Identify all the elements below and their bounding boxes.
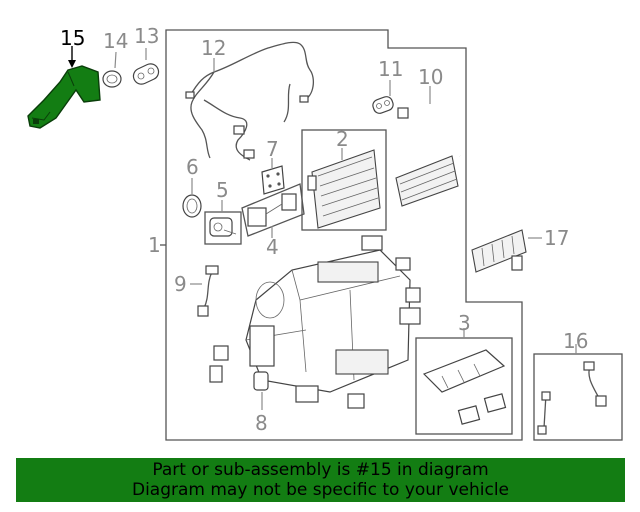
part-4-motor[interactable] bbox=[247, 193, 297, 227]
callout-11: 11 bbox=[378, 57, 403, 81]
callout-8: 8 bbox=[255, 411, 268, 435]
banner-line-2: Diagram may not be specific to your vehi… bbox=[131, 480, 509, 500]
part-14-gasket[interactable] bbox=[102, 70, 122, 88]
callout-12: 12 bbox=[201, 36, 226, 60]
part-3-door[interactable] bbox=[422, 349, 507, 425]
callout-4: 4 bbox=[266, 235, 279, 259]
part-5-box bbox=[204, 211, 242, 245]
info-banner: Part or sub-assembly is #15 in diagram D… bbox=[16, 458, 625, 502]
callout-6: 6 bbox=[186, 155, 199, 179]
callout-9: 9 bbox=[174, 272, 187, 296]
part-13-grommet[interactable] bbox=[131, 61, 161, 86]
hvac-housing[interactable] bbox=[209, 235, 421, 409]
callout-13: 13 bbox=[134, 24, 159, 48]
callout-3: 3 bbox=[458, 311, 471, 335]
part-11-seal[interactable] bbox=[371, 95, 395, 115]
part-12-wire-harness[interactable] bbox=[185, 41, 315, 161]
part-6-ring[interactable] bbox=[182, 194, 202, 218]
part-7-plate[interactable] bbox=[261, 165, 285, 195]
part-15-duct[interactable] bbox=[27, 65, 101, 129]
part-16-links[interactable] bbox=[537, 361, 607, 435]
banner-line-1: Part or sub-assembly is #15 in diagram bbox=[152, 460, 489, 480]
part-8-clip[interactable] bbox=[253, 371, 269, 391]
callout-5: 5 bbox=[216, 178, 229, 202]
callout-15: 15 bbox=[60, 26, 85, 50]
assembly-outline bbox=[165, 29, 523, 441]
callout-1: 1 bbox=[148, 233, 161, 257]
callout-7: 7 bbox=[266, 137, 279, 161]
part-2-box bbox=[301, 129, 387, 231]
parts-diagram: 15 14 13 12 11 10 2 7 6 5 4 1 17 9 3 16 … bbox=[27, 24, 623, 441]
part-2-evaporator[interactable] bbox=[307, 149, 381, 229]
part-16-box bbox=[533, 353, 623, 441]
callout-10: 10 bbox=[418, 65, 443, 89]
part-9-sensor[interactable] bbox=[197, 265, 219, 317]
part-17-filter[interactable] bbox=[471, 229, 527, 273]
callout-2: 2 bbox=[336, 127, 349, 151]
callout-14: 14 bbox=[103, 29, 128, 53]
callout-17: 17 bbox=[544, 226, 569, 250]
part-10-pipe[interactable] bbox=[397, 107, 462, 157]
heater-core[interactable] bbox=[395, 155, 459, 207]
part-4-box bbox=[241, 183, 305, 237]
callout-16: 16 bbox=[563, 329, 588, 353]
part-5-actuator[interactable] bbox=[209, 217, 237, 237]
